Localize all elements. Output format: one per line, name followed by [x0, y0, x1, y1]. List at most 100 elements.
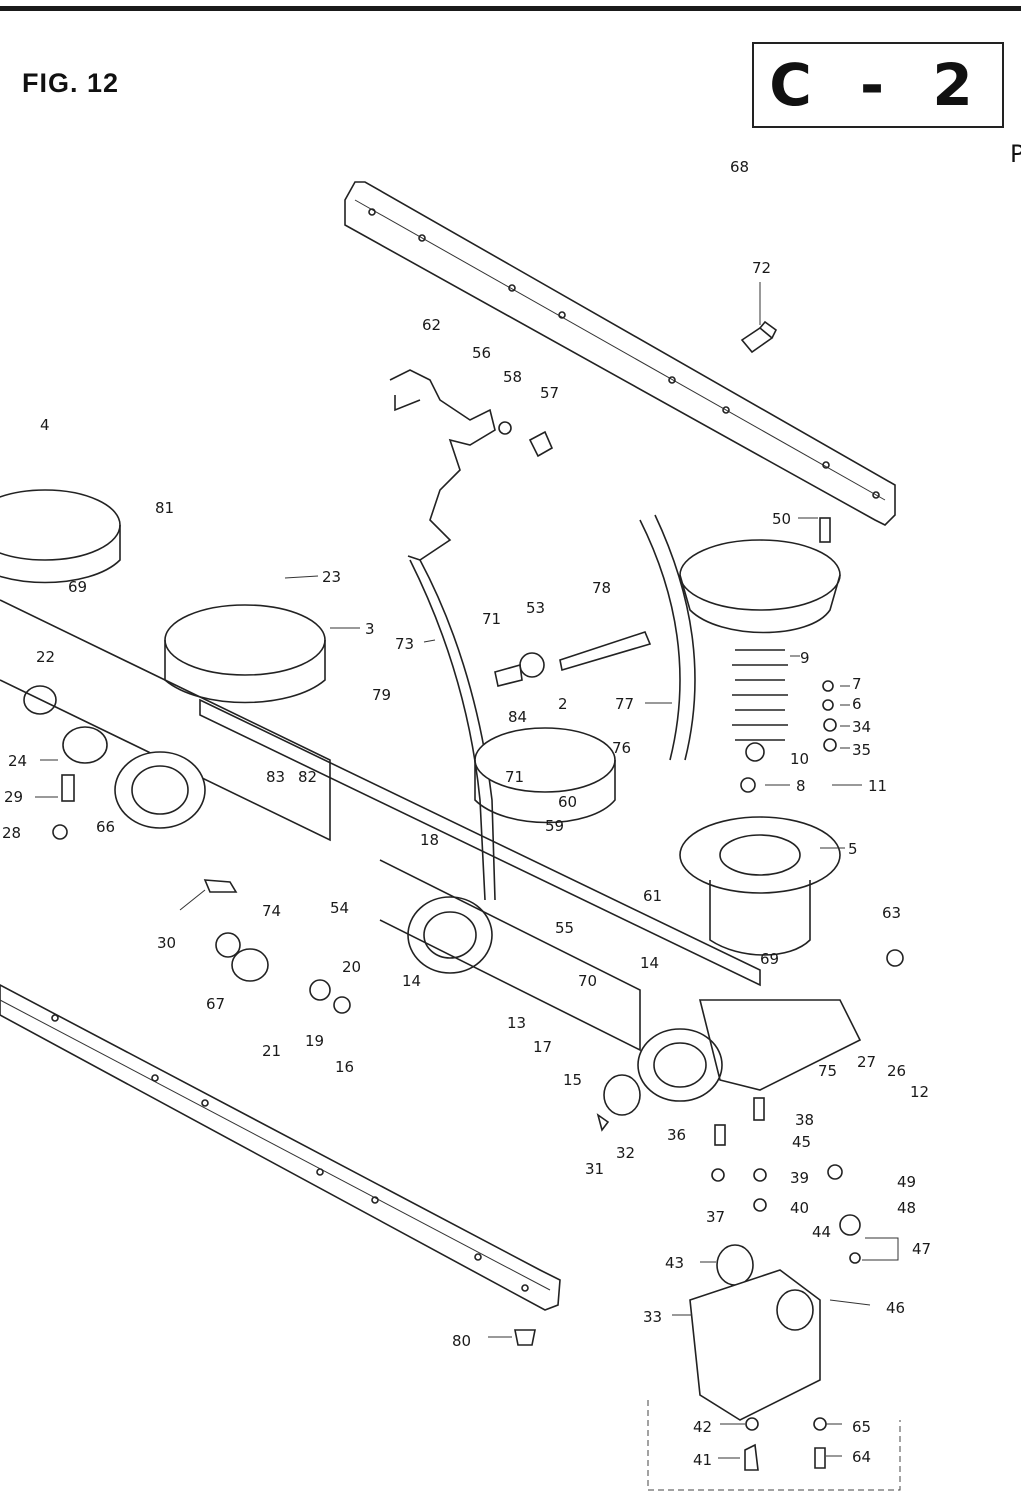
callout-79: 79 [372, 686, 391, 704]
callout-15: 15 [563, 1071, 582, 1089]
callout-78: 78 [592, 579, 611, 597]
callout-18: 18 [420, 831, 439, 849]
callout-39: 39 [790, 1169, 809, 1187]
callout-35: 35 [852, 741, 871, 759]
callout-60: 60 [558, 793, 577, 811]
callout-33: 33 [643, 1308, 662, 1326]
callout-57: 57 [540, 384, 559, 402]
callout-31: 31 [585, 1160, 604, 1178]
callout-47: 47 [912, 1240, 931, 1258]
callout-69: 69 [760, 950, 779, 968]
section-code: C - 2 [769, 51, 987, 119]
callout-73: 73 [395, 635, 414, 653]
callout-84: 84 [508, 708, 527, 726]
callout-5: 5 [848, 840, 858, 858]
upper-mounting-bracket [344, 181, 896, 526]
callout-71: 71 [505, 768, 524, 786]
carburetor-left [0, 489, 331, 842]
callout-70: 70 [578, 972, 597, 990]
callout-65: 65 [852, 1418, 871, 1436]
callout-28: 28 [2, 824, 21, 842]
float-bowl-assembly [647, 1244, 901, 1491]
callout-14: 14 [402, 972, 421, 990]
callout-37: 37 [706, 1208, 725, 1226]
callout-55: 55 [555, 919, 574, 937]
callout-21: 21 [262, 1042, 281, 1060]
figure-label: FIG. 12 [22, 68, 120, 98]
callout-75: 75 [818, 1062, 837, 1080]
callout-49: 49 [897, 1173, 916, 1191]
callout-56: 56 [472, 344, 491, 362]
vent-hose-77 [639, 519, 681, 761]
callout-17: 17 [533, 1038, 552, 1056]
callout-32: 32 [616, 1144, 635, 1162]
edge-letter: P [1010, 140, 1021, 168]
callout-59: 59 [545, 817, 564, 835]
top-border-line [0, 6, 1021, 11]
callout-7: 7 [852, 675, 862, 693]
callout-82: 82 [298, 768, 317, 786]
callout-10: 10 [790, 750, 809, 768]
callout-labels: 6872625658574815023693787153739763435227… [2, 158, 931, 1469]
callout-48: 48 [897, 1199, 916, 1217]
callout-27: 27 [857, 1053, 876, 1071]
callout-3: 3 [365, 620, 375, 638]
callout-2: 2 [558, 695, 568, 713]
callout-36: 36 [667, 1126, 686, 1144]
callout-74: 74 [262, 902, 281, 920]
callout-61: 61 [643, 887, 662, 905]
callout-19: 19 [305, 1032, 324, 1050]
callout-64: 64 [852, 1448, 871, 1466]
callout-81: 81 [155, 499, 174, 517]
callout-66: 66 [96, 818, 115, 836]
throttle-rod-79 [199, 698, 761, 987]
callout-20: 20 [342, 958, 361, 976]
air-screw-78 [494, 631, 652, 687]
throttle-cable-73 [409, 559, 486, 901]
callout-13: 13 [507, 1014, 526, 1032]
carburetor-middle [379, 727, 641, 1052]
callout-72: 72 [752, 259, 771, 277]
callout-16: 16 [335, 1058, 354, 1076]
leader-lines [35, 282, 899, 1459]
callout-58: 58 [503, 368, 522, 386]
lower-mounting-bracket [0, 984, 561, 1311]
callout-83: 83 [266, 768, 285, 786]
carburetor-right [637, 539, 862, 1102]
callout-44: 44 [812, 1223, 831, 1241]
screw-72 [740, 320, 778, 354]
callout-23: 23 [322, 568, 341, 586]
callout-30: 30 [157, 934, 176, 952]
callout-67: 67 [206, 995, 225, 1013]
callout-24: 24 [8, 752, 27, 770]
callout-80: 80 [452, 1332, 471, 1350]
callout-41: 41 [693, 1451, 712, 1469]
callout-53: 53 [526, 599, 545, 617]
callout-69: 69 [68, 578, 87, 596]
callout-9: 9 [800, 649, 810, 667]
callout-34: 34 [852, 718, 871, 736]
callout-62: 62 [422, 316, 441, 334]
section-code-box: C - 2 [752, 42, 1004, 128]
callout-26: 26 [887, 1062, 906, 1080]
callout-45: 45 [792, 1133, 811, 1151]
callout-46: 46 [886, 1299, 905, 1317]
callout-38: 38 [795, 1111, 814, 1129]
callout-42: 42 [693, 1418, 712, 1436]
callout-40: 40 [790, 1199, 809, 1217]
callout-4: 4 [40, 416, 50, 434]
callout-43: 43 [665, 1254, 684, 1272]
callout-14: 14 [640, 954, 659, 972]
small-hardware [52, 517, 904, 1471]
callout-12: 12 [910, 1083, 929, 1101]
callout-8: 8 [796, 777, 806, 795]
callout-29: 29 [4, 788, 23, 806]
throttle-link-62 [389, 369, 554, 561]
callout-68: 68 [730, 158, 749, 176]
callout-6: 6 [852, 695, 862, 713]
callout-77: 77 [615, 695, 634, 713]
callout-50: 50 [772, 510, 791, 528]
callout-11: 11 [868, 777, 887, 795]
callout-71: 71 [482, 610, 501, 628]
